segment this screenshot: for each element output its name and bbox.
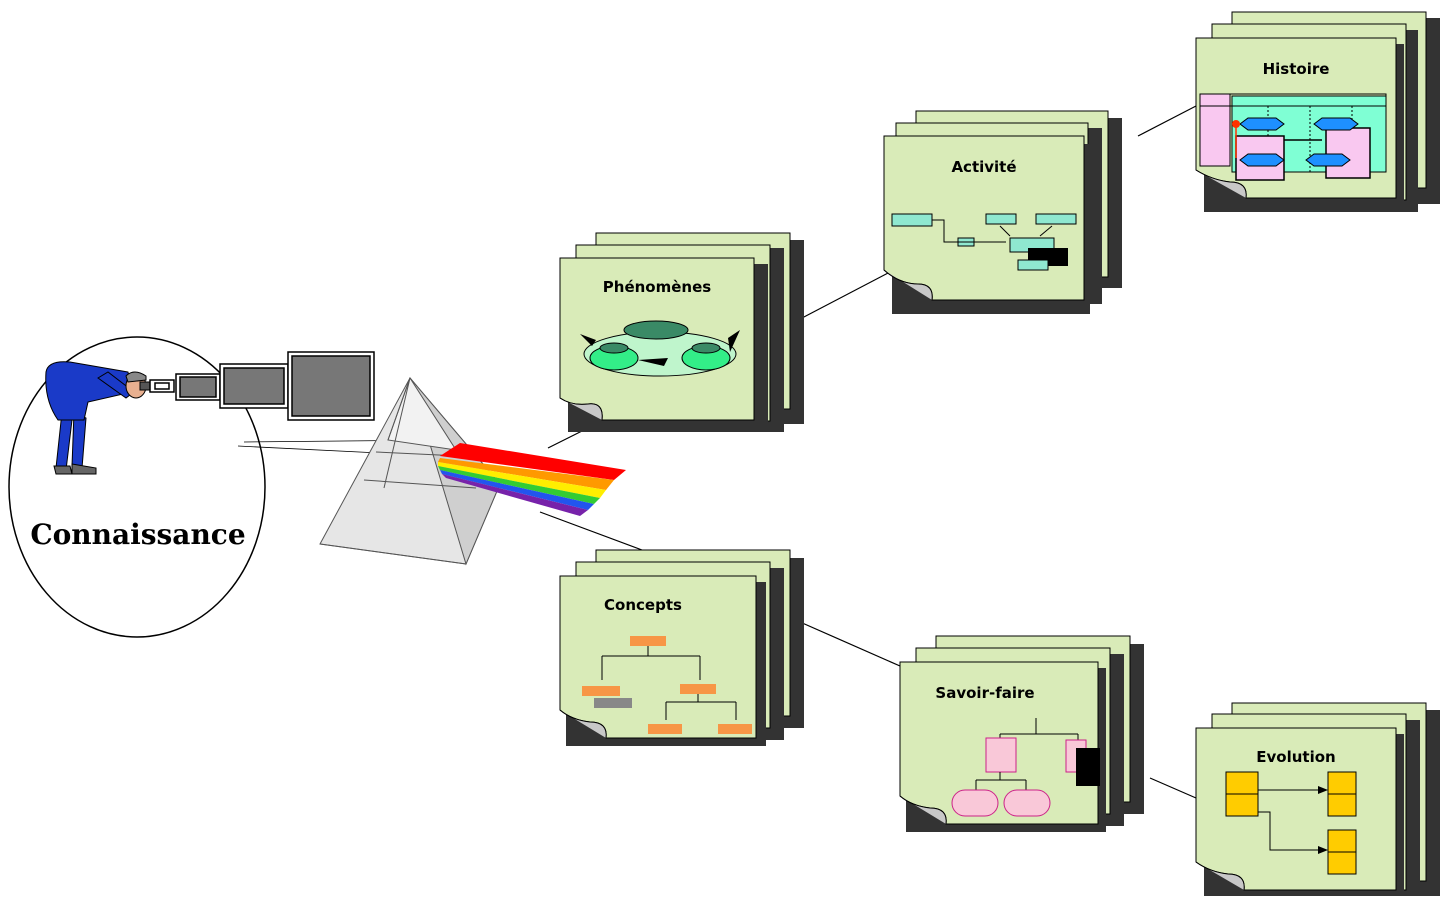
card-evolution	[1195, 702, 1440, 896]
card-evolution-title: Evolution	[1256, 748, 1336, 766]
card-phenomenes-title: Phénomènes	[602, 278, 712, 296]
person-figure	[45, 361, 153, 475]
rainbow-spectrum	[438, 443, 626, 516]
card-histoire	[1195, 11, 1440, 212]
card-savoir-faire-title: Savoir-faire	[935, 684, 1035, 702]
connector-lines	[539, 105, 1197, 799]
card-savoir-faire	[899, 635, 1144, 832]
telescope	[149, 351, 375, 421]
card-activite-title: Activité	[951, 158, 1017, 176]
card-phenomenes	[559, 232, 804, 432]
card-histoire-title: Histoire	[1262, 60, 1330, 78]
card-concepts	[559, 549, 804, 746]
card-activite	[883, 110, 1122, 314]
card-concepts-title: Concepts	[604, 596, 682, 614]
knowledge-label: Connaissance	[30, 518, 246, 551]
